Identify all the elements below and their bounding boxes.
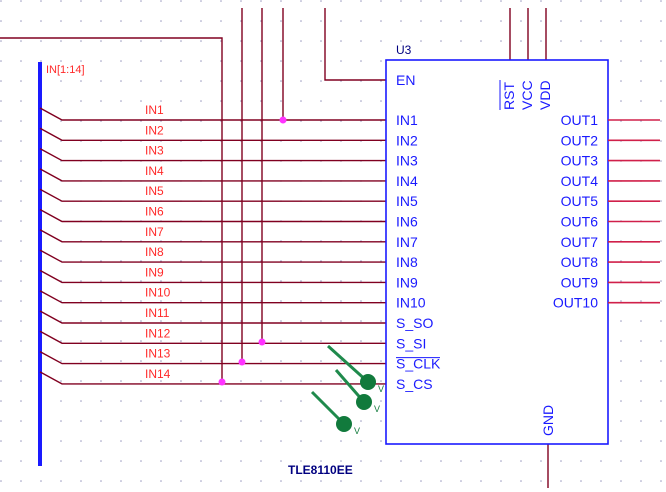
net-label-in8: IN8 — [145, 245, 164, 259]
wire-top-left[interactable] — [0, 37, 223, 382]
pin-label-out5: OUT5 — [561, 193, 599, 209]
wire-en[interactable] — [324, 8, 386, 81]
component-part-name: TLE8110EE — [288, 463, 353, 477]
pin-label-out10: OUT10 — [553, 295, 598, 311]
net-wire-13[interactable] — [39, 350, 386, 365]
pin-label-s-cs: S_CS — [396, 376, 433, 392]
pin-label-out8: OUT8 — [561, 254, 599, 270]
pin-label-out7: OUT7 — [561, 234, 599, 250]
pin-label-s-si: S_SI — [396, 335, 426, 351]
pin-label-in4: IN4 — [396, 173, 418, 189]
pin-label-s-so: S_SO — [396, 315, 433, 331]
pin-label-in9: IN9 — [396, 274, 418, 290]
pin-label-vcc: VCC — [519, 80, 535, 110]
pin-label-s-clk: S_CLK — [396, 356, 441, 372]
net-label-in5: IN5 — [145, 184, 164, 198]
net-label-in12: IN12 — [145, 326, 171, 340]
probe-label: V — [378, 384, 384, 394]
pin-label-out2: OUT2 — [561, 132, 599, 148]
net-wires-group — [39, 107, 386, 385]
net-label-in14: IN14 — [145, 367, 171, 381]
net-label-in9: IN9 — [145, 265, 164, 279]
net-label-in13: IN13 — [145, 347, 171, 361]
net-wire-12[interactable] — [39, 330, 386, 344]
junction-dot — [218, 378, 226, 386]
net-label-in4: IN4 — [145, 164, 164, 178]
junction-dot — [279, 116, 287, 124]
pin-label-out3: OUT3 — [561, 153, 599, 169]
right-pins-group: OUT1OUT2OUT3OUT4OUT5OUT6OUT7OUT8OUT9OUT1… — [553, 112, 660, 311]
voltage-probe[interactable]: V — [310, 390, 360, 436]
net-wire-11[interactable] — [39, 310, 386, 324]
pin-label-in5: IN5 — [396, 193, 418, 209]
bus-label: IN[1:14] — [46, 64, 85, 76]
bottom-pin-labels-group: GND — [540, 405, 556, 436]
net-label-in6: IN6 — [145, 205, 164, 219]
pin-label-en: EN — [396, 72, 415, 88]
net-wire-14[interactable] — [39, 371, 386, 385]
net-wire-10[interactable] — [39, 290, 386, 304]
pin-label-vdd: VDD — [537, 80, 553, 110]
probe-label: V — [354, 426, 360, 436]
probe-label: V — [374, 404, 380, 414]
pin-label-rst: RST — [501, 82, 517, 110]
net-wire-1[interactable] — [39, 107, 386, 121]
net-label-in2: IN2 — [145, 123, 164, 137]
pin-label-in1: IN1 — [396, 112, 418, 128]
pin-label-in3: IN3 — [396, 153, 418, 169]
net-wire-7[interactable] — [39, 229, 386, 243]
net-label-in1: IN1 — [145, 103, 164, 117]
component-ref: U3 — [396, 43, 412, 57]
pin-label-out6: OUT6 — [561, 214, 599, 230]
net-wire-3[interactable] — [39, 147, 386, 162]
junction-dot — [238, 358, 246, 366]
voltage-probe[interactable]: V — [334, 369, 380, 414]
pin-label-in8: IN8 — [396, 254, 418, 270]
net-label-in7: IN7 — [145, 225, 164, 239]
net-wire-6[interactable] — [39, 208, 386, 223]
pin-label-out9: OUT9 — [561, 274, 599, 290]
net-wire-9[interactable] — [39, 269, 386, 284]
component-body-u3[interactable] — [385, 59, 609, 445]
pin-label-in7: IN7 — [396, 234, 418, 250]
net-labels-group: IN1IN2IN3IN4IN5IN6IN7IN8IN9IN10IN11IN12I… — [145, 103, 171, 381]
pin-label-in2: IN2 — [396, 132, 418, 148]
pin-label-gnd: GND — [540, 405, 556, 436]
pin-label-out4: OUT4 — [561, 173, 599, 189]
net-wire-2[interactable] — [39, 127, 386, 142]
pin-label-in10: IN10 — [396, 295, 426, 311]
voltage-probes-group: VVV — [310, 344, 384, 436]
pin-label-in6: IN6 — [396, 214, 418, 230]
net-wire-4[interactable] — [39, 168, 386, 182]
voltage-probe[interactable]: V — [326, 344, 384, 394]
net-label-in11: IN11 — [145, 306, 170, 320]
net-wire-5[interactable] — [39, 188, 386, 202]
net-label-in3: IN3 — [145, 144, 164, 158]
junction-dot — [258, 338, 266, 346]
net-label-in10: IN10 — [145, 286, 171, 300]
pin-label-out1: OUT1 — [561, 112, 599, 128]
net-wire-8[interactable] — [39, 249, 386, 263]
